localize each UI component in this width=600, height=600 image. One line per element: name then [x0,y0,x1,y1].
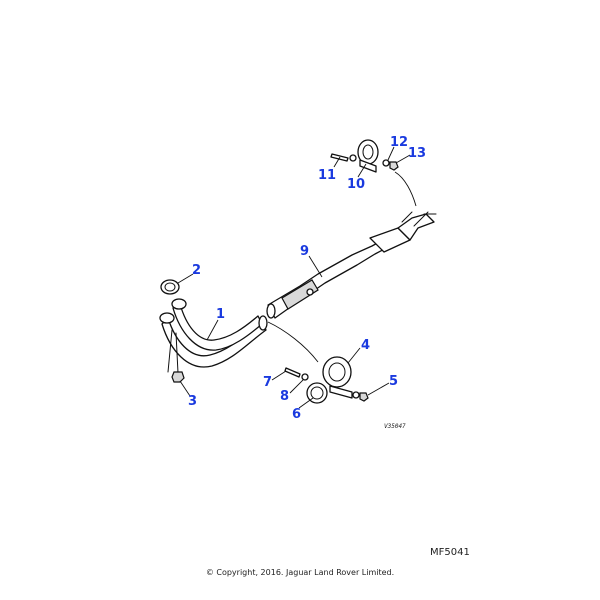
callout-12: 12 [390,135,408,150]
rear-clamp-parts [330,139,399,173]
callout-3: 3 [188,394,197,409]
copyright-notice: © Copyright, 2016. Jaguar Land Rover Lim… [205,568,395,577]
figure-code: MF5041 [430,547,470,558]
guide-curve [394,171,417,207]
callout-9: 9 [300,244,309,259]
callout-8: 8 [280,389,289,404]
callout-1: 1 [216,307,225,322]
callout-10: 10 [347,177,365,192]
clamp-part [322,356,353,399]
callout-2: 2 [192,263,201,278]
callout-7: 7 [263,375,272,390]
callout-6: 6 [292,407,301,422]
callout-13: 13 [408,146,426,161]
guide-curve [267,321,319,363]
intermediate-pipe-part [266,211,437,319]
sealing-ring-part [160,279,180,295]
front-downpipe-part [159,298,268,374]
nut-part [171,371,185,383]
clamp-fasteners-parts [284,367,369,404]
drawing-reference: V35047 [384,423,406,430]
callout-11: 11 [318,168,336,183]
callout-labels: 1 2 3 4 5 6 7 8 9 10 11 12 13 [188,135,426,422]
callout-4: 4 [361,338,370,353]
callout-5: 5 [389,374,398,389]
leader-lines [177,146,411,409]
